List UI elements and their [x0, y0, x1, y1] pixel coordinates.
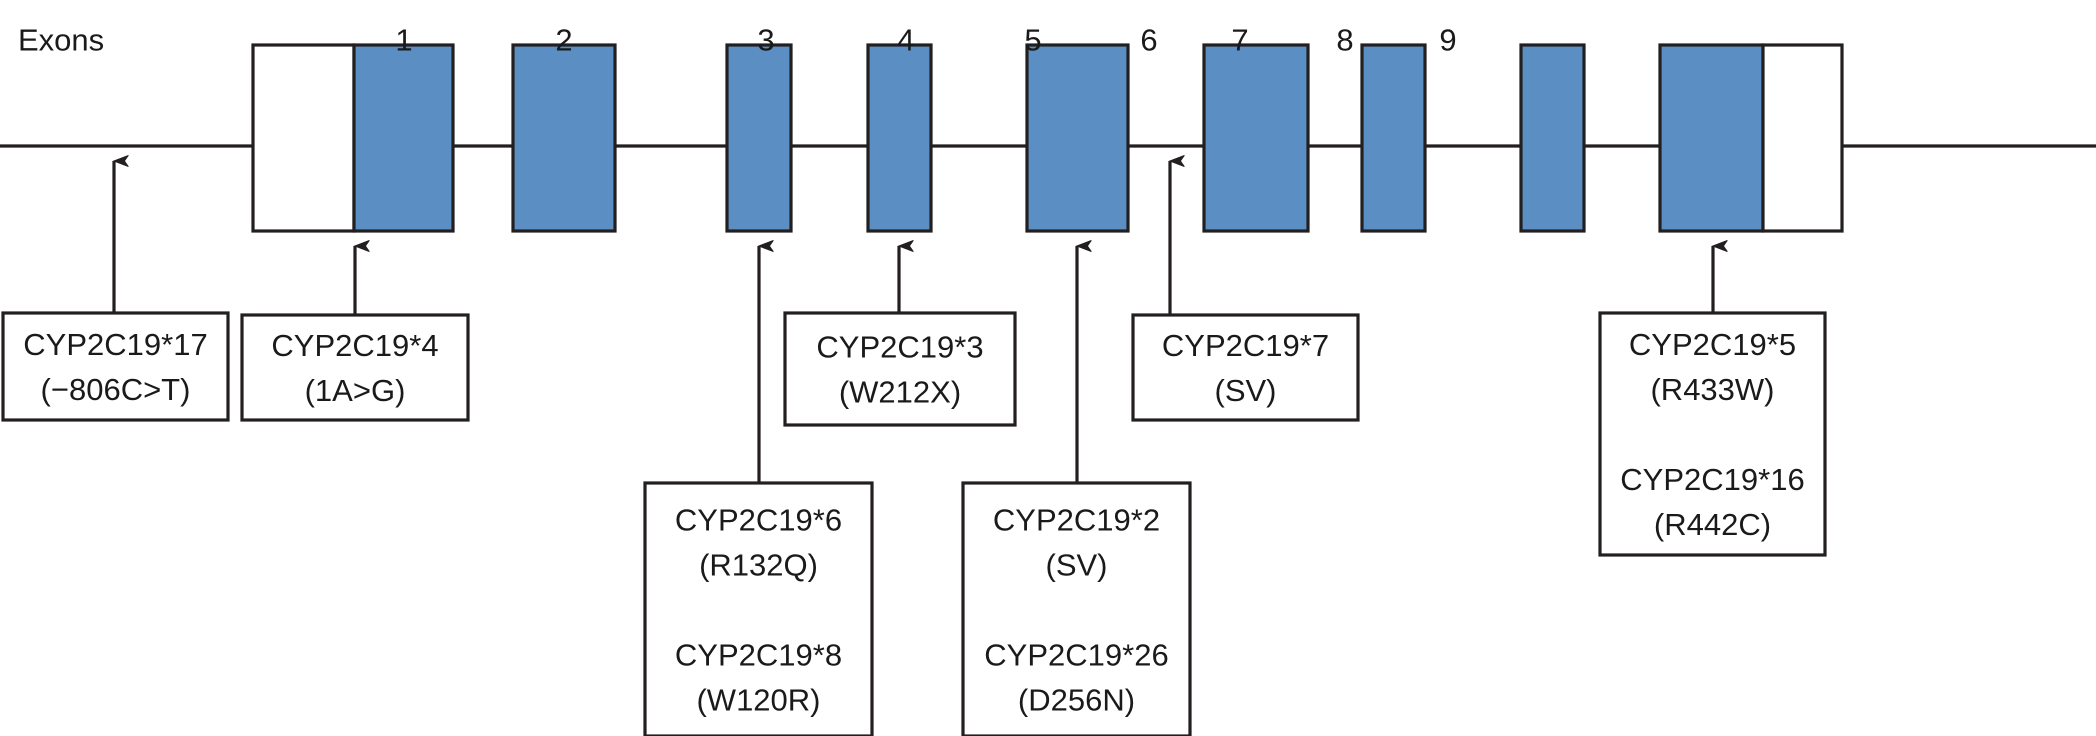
exon-3: 3 [725, 22, 793, 233]
callout-line-cyp2c19-5-16-1: (R433W) [1650, 372, 1774, 407]
exon-1-left-segment [251, 43, 356, 233]
exon-8: 8 [1336, 22, 1586, 233]
exon-4: 4 [866, 22, 933, 233]
callout-cyp2c19-4[interactable]: CYP2C19*4 (1A>G) [240, 246, 470, 422]
exon-2: 2 [511, 22, 617, 233]
exon-4-coding-block [866, 43, 933, 233]
exon-number-label-6: 6 [1140, 22, 1157, 57]
callout-line-cyp2c19-6-8-4: (W120R) [696, 683, 820, 718]
exon-8-coding-block [1519, 43, 1586, 233]
callout-line-cyp2c19-2-26-4: (D256N) [1018, 683, 1135, 718]
callout-cyp2c19-3[interactable]: CYP2C19*3 (W212X) [783, 246, 1017, 427]
callout-line-cyp2c19-17-1: (−806C>T) [41, 372, 191, 407]
callout-line-cyp2c19-7-1: (SV) [1215, 373, 1277, 408]
callout-line-cyp2c19-2-26-3: CYP2C19*26 [984, 638, 1168, 673]
callout-cyp2c19-7[interactable]: CYP2C19*7 (SV) [1131, 161, 1360, 422]
exon-number-label-4: 4 [897, 22, 914, 57]
exon-number-label-8: 8 [1336, 22, 1353, 57]
exon-number-label-7: 7 [1231, 22, 1248, 57]
exon-6: 6 [1140, 22, 1310, 233]
callout-box-cyp2c19-4[interactable] [240, 313, 470, 422]
callout-line-cyp2c19-3-0: CYP2C19*3 [816, 330, 983, 365]
callout-line-cyp2c19-5-16-0: CYP2C19*5 [1629, 327, 1796, 362]
callout-box-cyp2c19-7[interactable] [1131, 313, 1360, 422]
callout-line-cyp2c19-4-0: CYP2C19*4 [271, 328, 438, 363]
callout-line-cyp2c19-6-8-0: CYP2C19*6 [675, 503, 842, 538]
callout-line-cyp2c19-6-8-1: (R132Q) [699, 548, 818, 583]
exon-5-coding-block [1025, 43, 1130, 233]
callout-cyp2c19-6-8[interactable]: CYP2C19*6 (R132Q) CYP2C19*8 (W120R) [643, 246, 874, 736]
exon-2-coding-block [511, 43, 617, 233]
callout-line-cyp2c19-6-8-3: CYP2C19*8 [675, 638, 842, 673]
callout-box-cyp2c19-17[interactable] [1, 311, 230, 422]
exon-9-right-segment [1761, 43, 1844, 233]
exons-axis-title: Exons [18, 22, 104, 57]
exon-layer: 1 2 3 4 5 6 7 8 9 [251, 22, 1844, 233]
exon-number-label-2: 2 [555, 22, 572, 57]
exon-1: 1 [251, 22, 455, 233]
exon-6-coding-block [1202, 43, 1310, 233]
callout-cyp2c19-17[interactable]: CYP2C19*17 (−806C>T) [1, 161, 230, 422]
callout-line-cyp2c19-5-16-4: (R442C) [1654, 507, 1771, 542]
callout-line-cyp2c19-4-1: (1A>G) [305, 373, 406, 408]
callout-box-cyp2c19-3[interactable] [783, 311, 1017, 427]
callout-layer: CYP2C19*17(−806C>T)CYP2C19*4(1A>G)CYP2C1… [1, 161, 1827, 736]
exon-1-right-segment [352, 43, 455, 233]
callout-box-cyp2c19-2-26[interactable] [961, 481, 1192, 736]
exon-9-left-segment [1658, 43, 1765, 233]
callout-line-cyp2c19-3-1: (W212X) [839, 375, 961, 410]
exon-7-coding-block [1360, 43, 1427, 233]
callout-line-cyp2c19-5-16-3: CYP2C19*16 [1620, 462, 1804, 497]
callout-line-cyp2c19-7-0: CYP2C19*7 [1162, 328, 1329, 363]
callout-box-cyp2c19-6-8[interactable] [643, 481, 874, 736]
callout-cyp2c19-2-26[interactable]: CYP2C19*2 (SV) CYP2C19*26 (D256N) [961, 246, 1192, 736]
exon-number-label-5: 5 [1024, 22, 1041, 57]
exon-5: 5 [1024, 22, 1130, 233]
callout-cyp2c19-5-16[interactable]: CYP2C19*5 (R433W) CYP2C19*16 (R442C) [1598, 246, 1827, 557]
callout-line-cyp2c19-17-0: CYP2C19*17 [23, 327, 207, 362]
exon-9: 9 [1439, 22, 1844, 233]
callout-box-cyp2c19-5-16[interactable] [1598, 311, 1827, 557]
callout-line-cyp2c19-2-26-0: CYP2C19*2 [993, 503, 1160, 538]
exon-3-coding-block [725, 43, 793, 233]
exon-number-label-1: 1 [395, 22, 412, 57]
exon-7: 7 [1231, 22, 1427, 233]
callout-line-cyp2c19-2-26-1: (SV) [1046, 548, 1108, 583]
exon-number-label-3: 3 [757, 22, 774, 57]
exon-number-label-9: 9 [1439, 22, 1456, 57]
